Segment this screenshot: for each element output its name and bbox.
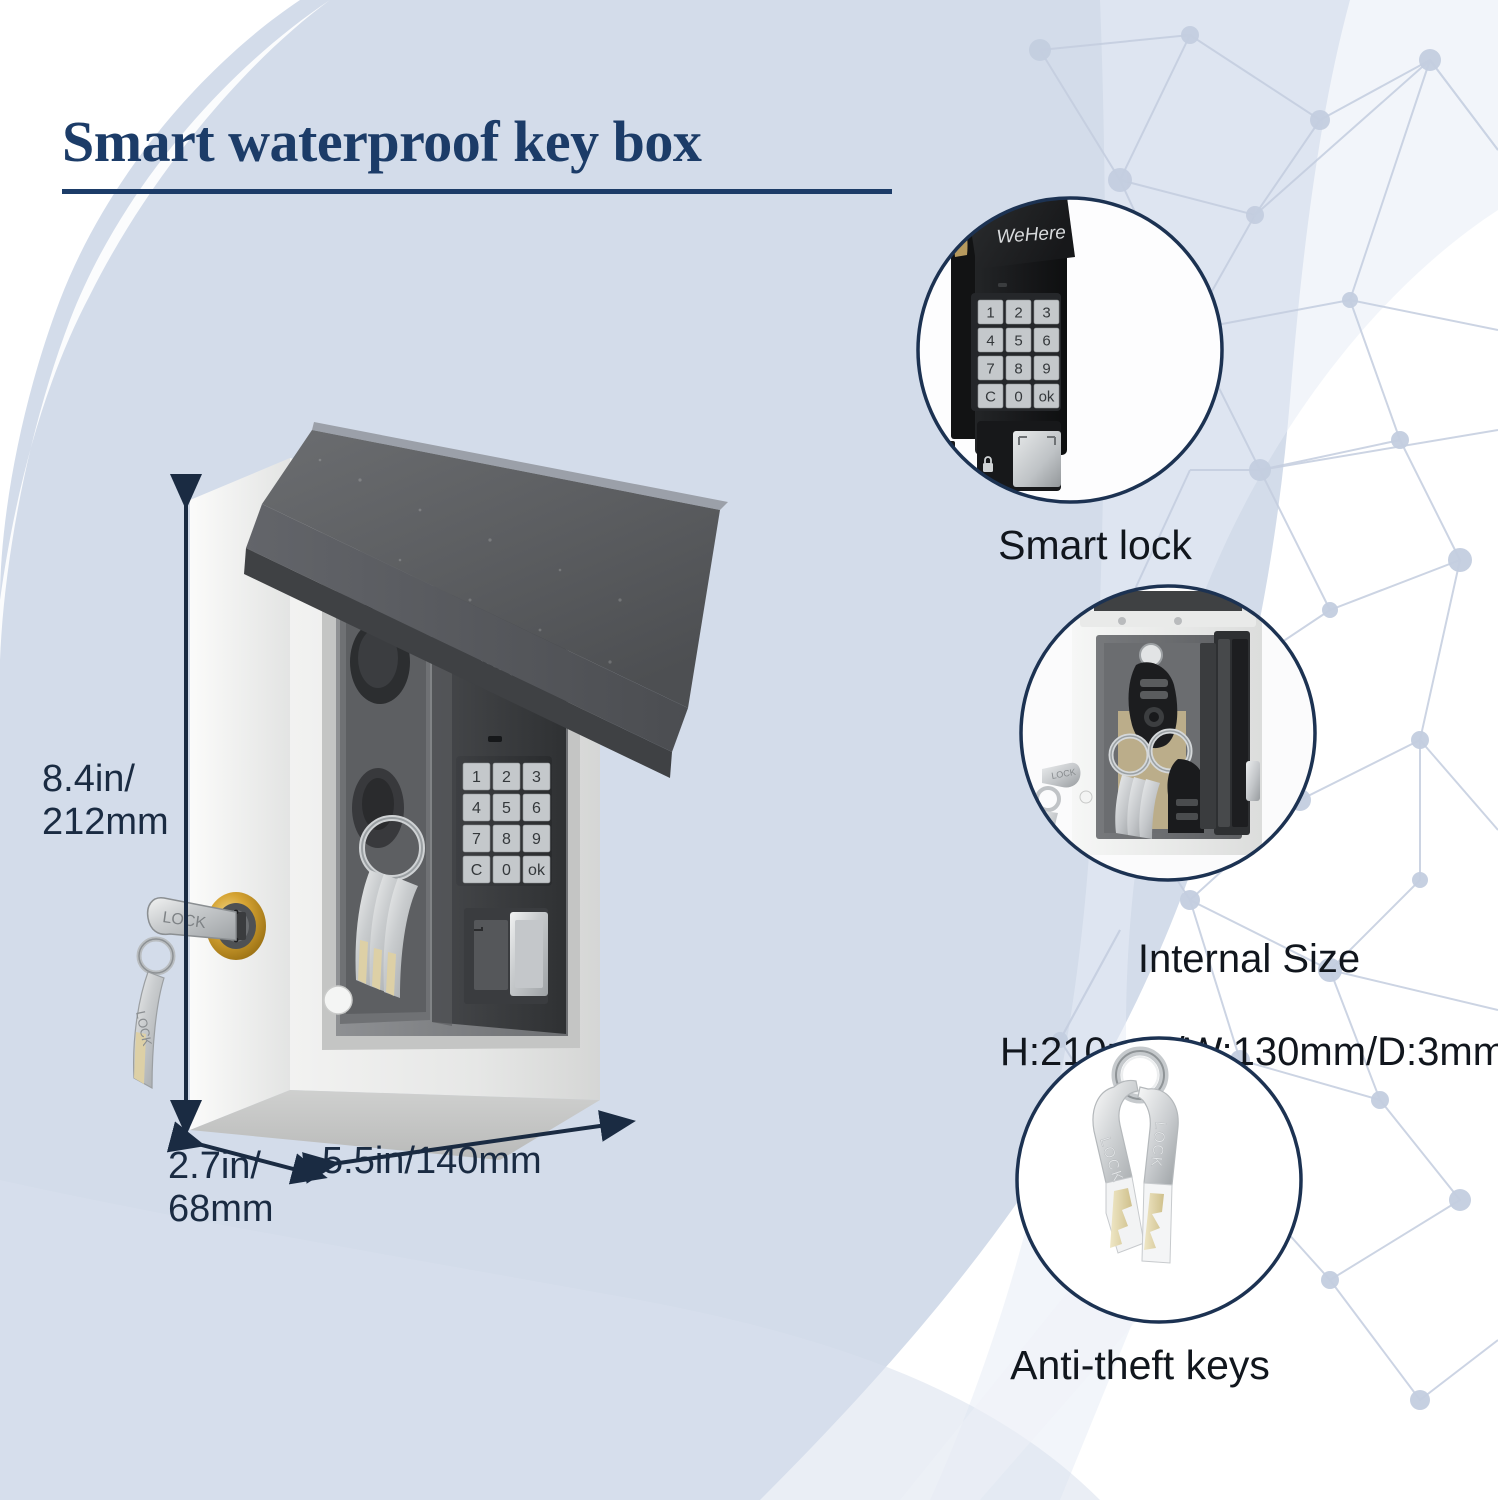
keypad-key-c[interactable]: [977, 383, 1004, 409]
keypad-key-9[interactable]: [1033, 355, 1060, 381]
keypad-key-c[interactable]: [462, 855, 491, 884]
keypad-key-3[interactable]: [1033, 299, 1060, 325]
lock-icon: [983, 456, 993, 472]
keypad-key-ok[interactable]: [1033, 383, 1060, 409]
keypad-key-label: 8: [1014, 360, 1022, 377]
keypad-key-0[interactable]: [1005, 383, 1032, 409]
external-key: LOCK: [1035, 762, 1081, 861]
anti-theft-key-right-stamp: LOCK: [1147, 1121, 1169, 1169]
keypad-key-label: 0: [1014, 388, 1022, 405]
keypad-key-8[interactable]: [1005, 355, 1032, 381]
keypad-key-1[interactable]: [977, 299, 1004, 325]
keypad-key-7[interactable]: [977, 355, 1004, 381]
width-dimension-label: 5.5in/140mm: [322, 1140, 542, 1182]
anti-theft-key-right: LOCK: [1137, 1086, 1179, 1264]
callout-anti-theft-keys-caption: Anti-theft keys: [1010, 1342, 1270, 1388]
keypad-key-label: 7: [986, 360, 994, 377]
callout-internal-size-caption: Internal Size H:210mm/W:130mm/D:3mm: [1000, 890, 1498, 1122]
keypad-key-5[interactable]: [1005, 327, 1032, 353]
callout-internal-size-ring: [1019, 584, 1317, 882]
product-keypad[interactable]: 1 2 3 4 5 6 7 8 9C 0 ok: [456, 756, 552, 886]
keypad-key-5[interactable]: [492, 793, 521, 822]
callout-internal-size-image: LOCK: [1019, 584, 1317, 882]
callout-smart-lock-brand: WeHere: [996, 222, 1067, 248]
keypad-key-label: 5: [1014, 332, 1022, 349]
keypad-key-label: 4: [986, 332, 994, 349]
keypad-key-label: 7: [472, 831, 481, 848]
product-release-button[interactable]: [323, 985, 353, 1015]
keypad-key-2[interactable]: [1005, 299, 1032, 325]
dimension-arrows: [166, 474, 636, 1185]
keypad-key-label: 6: [1042, 332, 1050, 349]
keypad-key-label: 3: [532, 769, 541, 786]
anti-theft-key-left: LOCK: [1092, 1079, 1145, 1254]
keypad-key-9[interactable]: [522, 824, 551, 853]
keypad-key-4[interactable]: [977, 327, 1004, 353]
keypad-key-label: 2: [1014, 304, 1022, 321]
keypad-key-label: 8: [502, 831, 511, 848]
decor-network-nodes: [1029, 26, 1472, 1410]
car-key-fob: [1128, 643, 1178, 749]
page-title: Smart waterproof key box: [62, 109, 702, 174]
keypad-key-8[interactable]: [492, 824, 521, 853]
callout-anti-theft-keys-ring: [1015, 1036, 1303, 1324]
keypad-key-label: 6: [532, 800, 541, 817]
keypad-key-1[interactable]: [462, 762, 491, 791]
keypad-key-6[interactable]: [1033, 327, 1060, 353]
keypad-key-label: 0: [502, 862, 511, 879]
keypad-key-label: 3: [1042, 304, 1050, 321]
depth-dimension-label: 2.7in/ 68mm: [168, 1145, 274, 1230]
keypad-key-label: ok: [1039, 388, 1055, 405]
decor-arc-top-left: [0, 0, 300, 600]
keypad-key-6[interactable]: [522, 793, 551, 822]
product-latch-mechanism: [464, 908, 548, 1004]
keypad-key-7[interactable]: [462, 824, 491, 853]
product-body-left-face: [190, 458, 290, 1130]
width-dimension-line: [302, 1110, 636, 1184]
callout-smart-lock-caption: Smart lock: [998, 522, 1192, 568]
product-led-indicator: [488, 736, 502, 742]
callout-smart-lock-image: WeHere 1 2 3 4 5 6 7 8 9C 0 ok: [916, 196, 1224, 504]
keypad-key-0[interactable]: [492, 855, 521, 884]
depth-dimension-line: [166, 1121, 328, 1185]
callout-smart-lock-ring: [916, 196, 1224, 504]
keypad-key-label: C: [471, 862, 483, 879]
keypad-key-label: 1: [986, 304, 994, 321]
key-ring: [1111, 1046, 1169, 1104]
internal-size-title: Internal Size: [1137, 937, 1361, 982]
height-dimension-label: 8.4in/ 212mm: [42, 758, 169, 843]
keypad-key-label: 1: [472, 769, 481, 786]
keypad-key-label: C: [985, 388, 996, 405]
keypad-key-label: ok: [528, 862, 546, 879]
product-cover-lid: [244, 422, 728, 778]
keypad-key-ok[interactable]: [522, 855, 551, 884]
keypad-key-label: 9: [532, 831, 541, 848]
page-title-block: Smart waterproof key box: [62, 109, 922, 194]
svg-text:LOCK: LOCK: [133, 1010, 155, 1048]
keypad-key-label: 2: [502, 769, 511, 786]
title-underline: [62, 188, 892, 194]
keypad-key-label: 9: [1042, 360, 1050, 377]
product-interior-keys: [355, 815, 425, 998]
keypad-key-label: 4: [472, 800, 481, 817]
svg-text:LOCK: LOCK: [1051, 767, 1077, 781]
callout-anti-theft-keys-image: LOCK LOCK: [1015, 1036, 1303, 1324]
keypad-key-label: 5: [502, 800, 511, 817]
keypad-key-3[interactable]: [522, 762, 551, 791]
keypad-key-2[interactable]: [492, 762, 521, 791]
keypad-key-4[interactable]: [462, 793, 491, 822]
